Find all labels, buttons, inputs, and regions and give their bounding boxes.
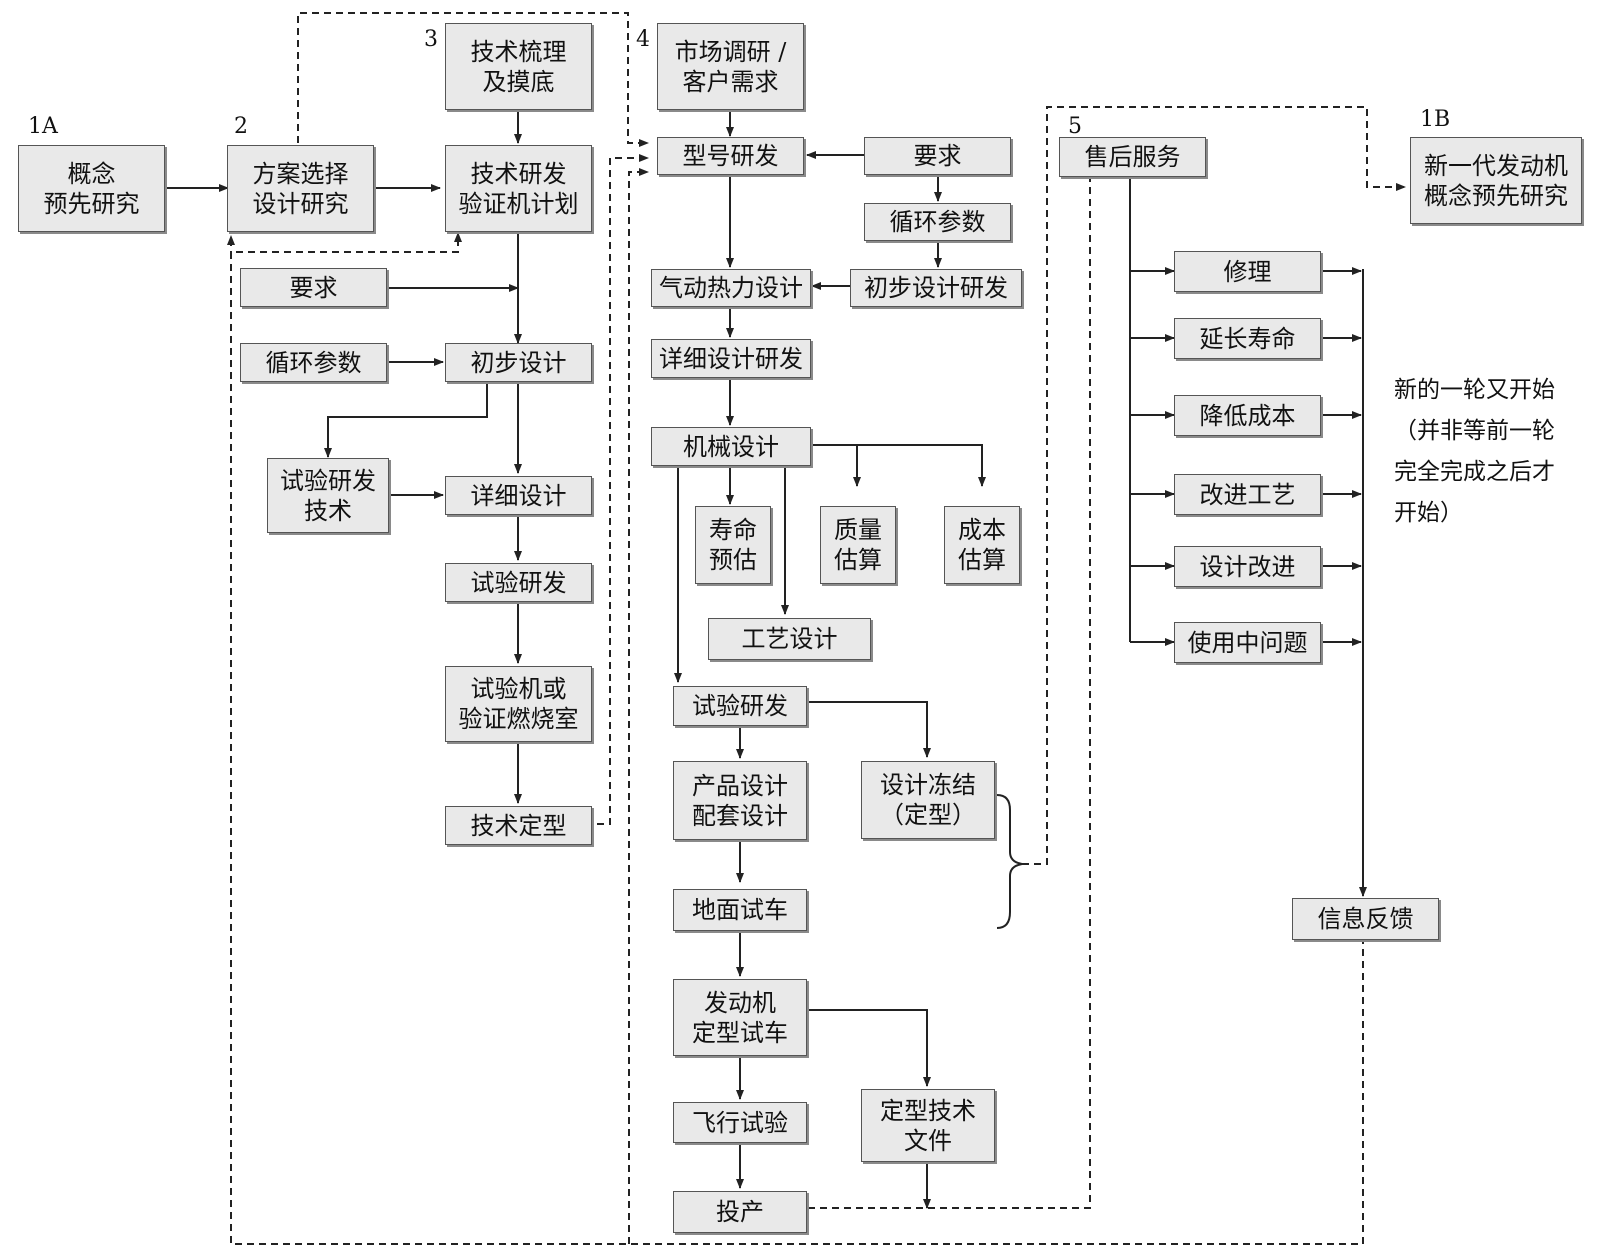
life-estimate-box: 寿命 预估 (695, 506, 771, 584)
concept-research-box: 概念 预先研究 (18, 145, 165, 232)
info-feedback-box: 信息反馈 (1292, 898, 1439, 940)
dashed-arrow (808, 162, 1094, 1209)
stage-label-5: 5 (1068, 114, 1082, 139)
arrow (324, 382, 488, 458)
dashed-arrow (1022, 106, 1406, 865)
detail-dev-box: 详细设计研发 (651, 339, 811, 378)
dashed-arrow (628, 168, 649, 1244)
stage-label-2: 2 (234, 114, 248, 139)
requirement-right-box: 要求 (864, 137, 1011, 175)
cycle-params-left-box: 循环参数 (240, 343, 387, 382)
arrow (857, 444, 986, 487)
next-gen-concept-box: 新一代发动机 概念预先研究 (1410, 137, 1582, 224)
cost-estimate-box: 成本 估算 (944, 506, 1020, 584)
final-tech-docs-box: 定型技术 文件 (861, 1089, 995, 1162)
scheme-selection-box: 方案选择 设计研究 (227, 145, 374, 232)
in-service-issues-box: 使用中问题 (1174, 622, 1321, 663)
product-design-box: 产品设计 配套设计 (673, 761, 807, 840)
freeze-brace (996, 794, 1023, 929)
stage-label-4: 4 (636, 27, 650, 52)
mechanical-design-box: 机械设计 (651, 427, 811, 466)
ground-test-box: 地面试车 (673, 889, 807, 931)
tech-survey-box: 技术梳理 及摸底 (445, 23, 592, 110)
test-dev-left-box: 试验研发 (445, 563, 592, 602)
dashed-arrow (230, 232, 1364, 1245)
tech-finalization-box: 技术定型 (445, 806, 592, 845)
dashed-arrow (597, 154, 649, 825)
design-improvement-box: 设计改进 (1174, 546, 1321, 587)
design-freeze-box: 设计冻结 （定型） (861, 761, 995, 839)
stage-label-3: 3 (424, 27, 438, 52)
requirement-left-box: 要求 (240, 268, 387, 307)
improve-process-box: 改进工艺 (1174, 474, 1321, 515)
stage-label-1a: 1A (28, 114, 58, 139)
model-dev-box: 型号研发 (657, 137, 804, 175)
test-engine-box: 试验机或 验证燃烧室 (445, 666, 592, 742)
arrow (812, 444, 861, 487)
test-dev-mid-box: 试验研发 (673, 686, 807, 726)
tech-plan-box: 技术研发 验证机计划 (445, 145, 592, 232)
cycle-params-right-box: 循环参数 (864, 203, 1011, 241)
dashed-arrow (297, 12, 649, 147)
process-design-box: 工艺设计 (708, 618, 871, 660)
test-tech-box: 试验研发 技术 (267, 458, 389, 533)
engine-qualification-box: 发动机 定型试车 (673, 979, 807, 1056)
production-box: 投产 (673, 1191, 807, 1233)
extend-life-box: 延长寿命 (1174, 318, 1321, 359)
arrow (807, 701, 931, 758)
mass-estimate-box: 质量 估算 (820, 506, 896, 584)
preliminary-design-box: 初步设计 (445, 343, 592, 382)
flight-test-box: 飞行试验 (673, 1102, 807, 1143)
detail-design-box: 详细设计 (445, 476, 592, 515)
new-cycle-note: 新的一轮又开始 （并非等前一轮 完全完成之后才 开始） (1394, 377, 1555, 526)
after-sales-box: 售后服务 (1059, 137, 1206, 177)
stage-label-1b: 1B (1420, 107, 1451, 132)
preliminary-dev-box: 初步设计研发 (850, 269, 1022, 307)
aerothermal-design-box: 气动热力设计 (651, 269, 811, 307)
repair-box: 修理 (1174, 251, 1321, 292)
arrow (807, 1009, 931, 1087)
reduce-cost-box: 降低成本 (1174, 395, 1321, 436)
market-research-box: 市场调研 / 客户需求 (657, 23, 804, 110)
